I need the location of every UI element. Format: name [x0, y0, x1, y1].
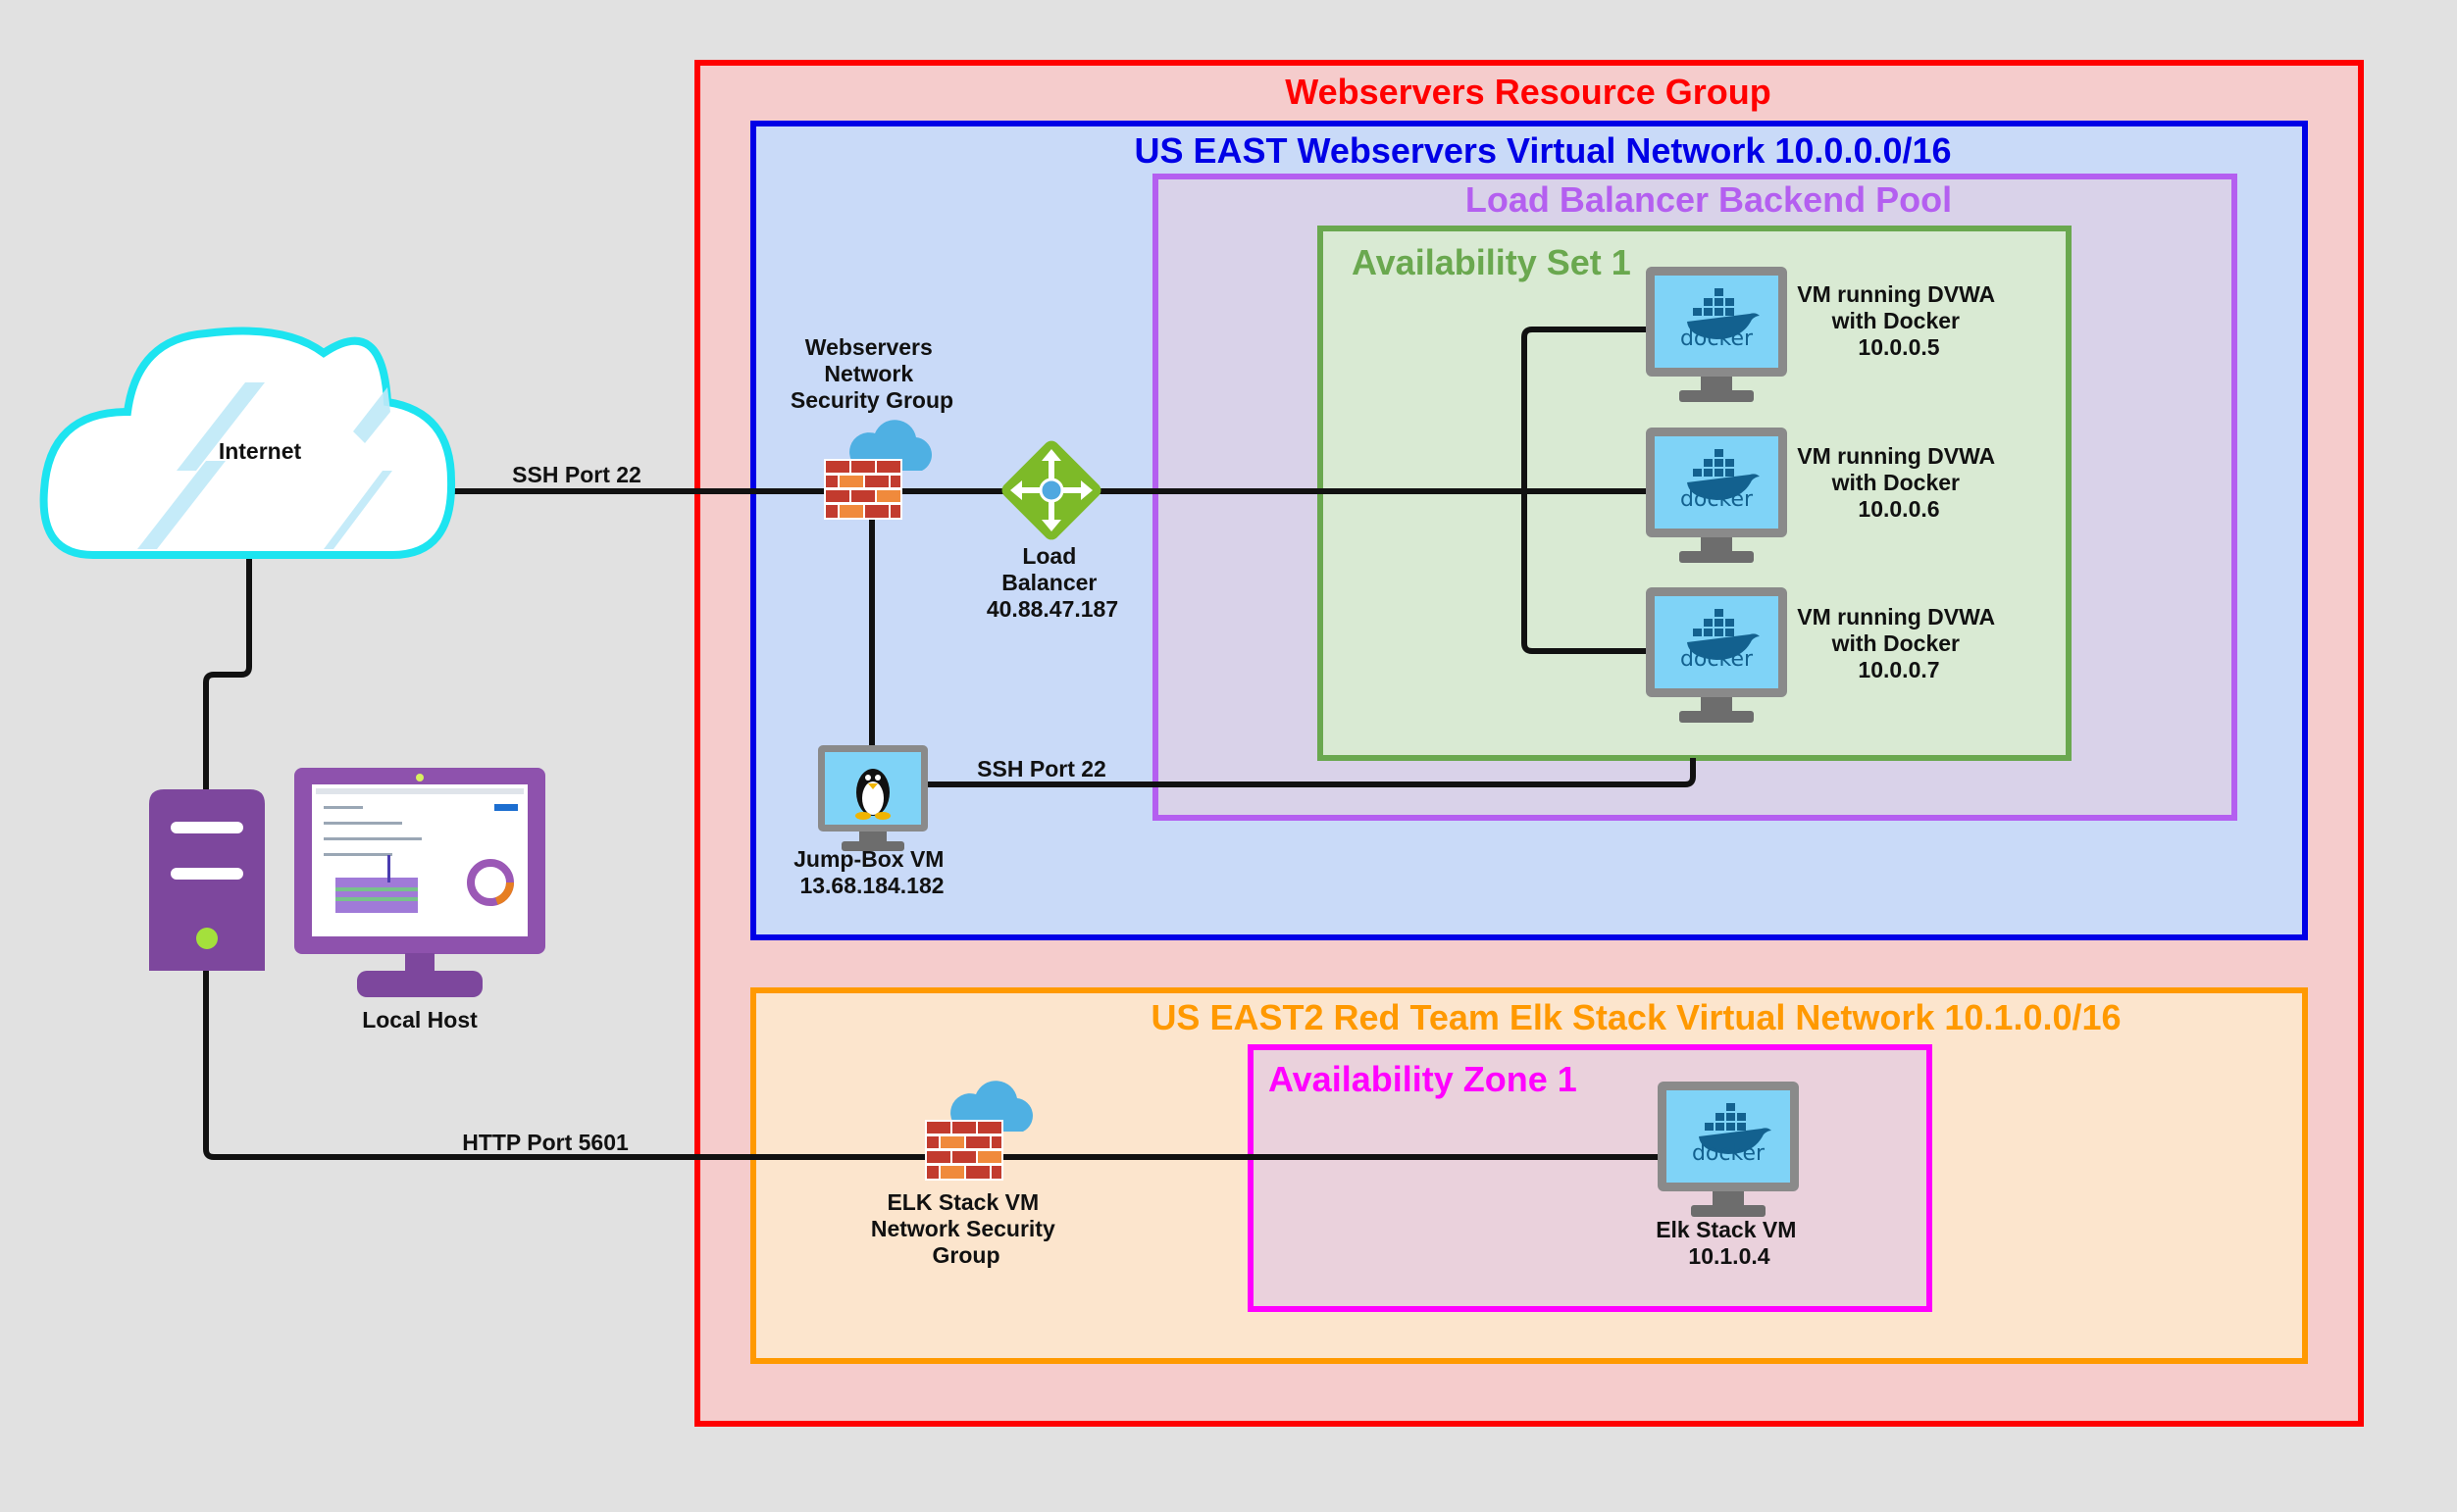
internet-label: Internet — [219, 438, 302, 464]
vm2-label-line1: VM running DVWA — [1797, 443, 1994, 469]
vm2-label-line3: 10.0.0.6 — [1858, 496, 1939, 522]
vm2-label-line2: with Docker — [1831, 470, 1960, 495]
availability-zone-title: Availability Zone 1 — [1268, 1059, 1577, 1099]
svg-text:Jump-Box VM 13.68.184.18: Jump-Box VM 13.68.184.182 — [793, 846, 950, 898]
cloud-icon — [39, 327, 456, 559]
internet-to-localhost-line — [203, 559, 252, 789]
svg-text:VM running DVWA with Doc: VM running DVWA with Docker 10.0.0.7 — [1797, 604, 2000, 682]
lb-label-line3: 40.88.47.187 — [987, 596, 1118, 622]
http-kibana-label: HTTP Port 5601 — [462, 1130, 629, 1155]
internet-node: Internet — [39, 327, 456, 559]
jump-box-label-line2: 13.68.184.182 — [799, 873, 944, 898]
vm3-label-line3: 10.0.0.7 — [1858, 657, 1939, 682]
vm3-node: docker VM running DVWA with Docker 10.0.… — [1646, 587, 2000, 723]
internet-ssh-label: SSH Port 22 — [512, 462, 641, 487]
local-host-label: Local Host — [362, 1007, 478, 1033]
svg-text:Load Balancer 40.8: Load Balancer 40.88.47.187 — [987, 543, 1118, 622]
elk-nsg-label-line2: Network Security — [871, 1216, 1055, 1241]
elk-vm-label-line2: 10.1.0.4 — [1688, 1243, 1769, 1269]
docker-monitor-icon: docker — [1646, 267, 1787, 402]
web-nsg-label-line3: Security Group — [791, 387, 953, 413]
linux-monitor-icon — [818, 745, 928, 851]
availability-zone-box — [1248, 1044, 1932, 1312]
vm-fanout-line — [1521, 327, 1648, 654]
docker-wordmark: docker — [1680, 647, 1754, 672]
localhost-to-elk-line — [203, 971, 1658, 1160]
vm1-label-line3: 10.0.0.5 — [1858, 334, 1939, 360]
elk-nsg-label-line3: Group — [933, 1242, 1000, 1268]
jumpbox-to-pool-line — [927, 758, 1696, 787]
lb-label-line2: Balancer — [1001, 570, 1097, 595]
elk-vm-node: docker Elk Stack VM 10.1.0.4 — [1656, 1082, 1803, 1269]
web-nsg-label-line1: Webservers — [805, 334, 933, 360]
jump-box-label-line1: Jump-Box VM — [793, 846, 944, 872]
load-balancer-icon — [1001, 440, 1101, 540]
docker-wordmark: docker — [1680, 487, 1754, 512]
connection-lines — [203, 327, 1696, 1160]
local-host-node: Local Host — [149, 768, 545, 1033]
elk-nsg-label-line1: ELK Stack VM — [887, 1189, 1039, 1215]
server-tower-icon — [149, 789, 265, 971]
svg-text:ELK Stack VM Network Sec: ELK Stack VM Network Security Group — [871, 1189, 1061, 1268]
webservers-vnet-title: US EAST Webservers Virtual Network 10.0.… — [1134, 130, 1951, 171]
resource-group-title: Webservers Resource Group — [1285, 72, 1771, 112]
svg-text:Webservers Network: Webservers Network Security Group — [791, 334, 953, 413]
backend-pool-title: Load Balancer Backend Pool — [1465, 179, 1952, 220]
elk-nsg-node: ELK Stack VM Network Security Group — [871, 1081, 1061, 1268]
svg-text:Elk Stack VM 10.1.0.4: Elk Stack VM 10.1.0.4 — [1656, 1217, 1803, 1269]
desktop-computer-icon — [294, 768, 545, 997]
svg-text:VM running DVWA with Doc: VM running DVWA with Docker 10.0.0.6 — [1797, 443, 2000, 522]
web-nsg-label-line2: Network — [824, 361, 913, 386]
lb-label-line1: Load — [1022, 543, 1076, 569]
vm3-label-line1: VM running DVWA — [1797, 604, 1994, 630]
vm1-node: docker VM running DVWA with Docker 10.0.… — [1646, 267, 2000, 402]
vm3-label-line2: with Docker — [1831, 630, 1960, 656]
svg-text:VM running DVWA with Doc: VM running DVWA with Docker 10.0.0.5 — [1797, 281, 2000, 360]
availability-set-title: Availability Set 1 — [1352, 242, 1631, 282]
docker-monitor-icon: docker — [1658, 1082, 1799, 1217]
load-balancer-node: Load Balancer 40.88.47.187 — [987, 440, 1118, 622]
docker-wordmark: docker — [1692, 1141, 1766, 1166]
vm1-label-line1: VM running DVWA — [1797, 281, 1994, 307]
docker-monitor-icon: docker — [1646, 587, 1787, 723]
jump-box-node: Jump-Box VM 13.68.184.182 — [793, 745, 950, 898]
docker-wordmark: docker — [1680, 327, 1754, 351]
vm2-node: docker VM running DVWA with Docker 10.0.… — [1646, 428, 2000, 563]
vm1-label-line2: with Docker — [1831, 308, 1960, 333]
web-nsg-node: Webservers Network Security Group — [791, 334, 953, 520]
elk-vm-label-line1: Elk Stack VM — [1656, 1217, 1796, 1242]
docker-monitor-icon: docker — [1646, 428, 1787, 563]
jumpbox-ssh-label: SSH Port 22 — [977, 756, 1106, 781]
elk-vnet-title: US EAST2 Red Team Elk Stack Virtual Netw… — [1151, 997, 2121, 1037]
